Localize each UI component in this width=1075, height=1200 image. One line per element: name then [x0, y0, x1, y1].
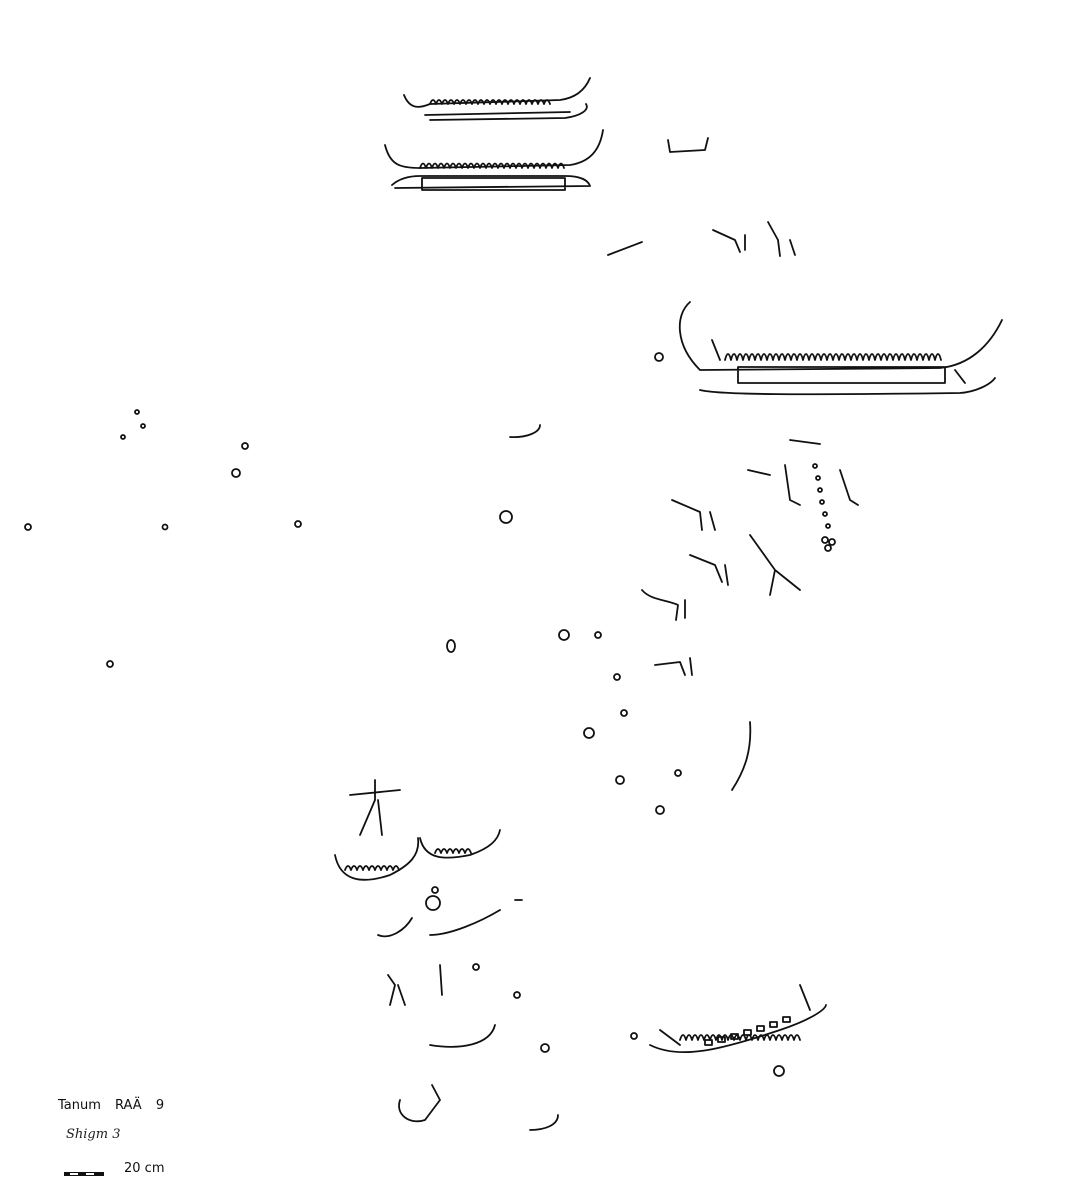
boat-figure-4	[334, 829, 501, 881]
animal-figures	[398, 221, 796, 1123]
human-figures	[349, 464, 859, 1006]
site-label: Tanum RAÄ 9	[58, 1098, 165, 1113]
boat-figure-3	[678, 301, 1003, 396]
cup-marks	[24, 352, 836, 1077]
small-boats	[377, 137, 821, 1131]
scale-label: 20 cm	[124, 1161, 165, 1176]
boat-figure-1	[403, 77, 591, 121]
boat-figure-2	[384, 129, 604, 191]
scale-bar	[64, 1172, 104, 1176]
sheet-label: Shigm 3	[66, 1127, 121, 1142]
boat-figure-5	[649, 984, 827, 1054]
